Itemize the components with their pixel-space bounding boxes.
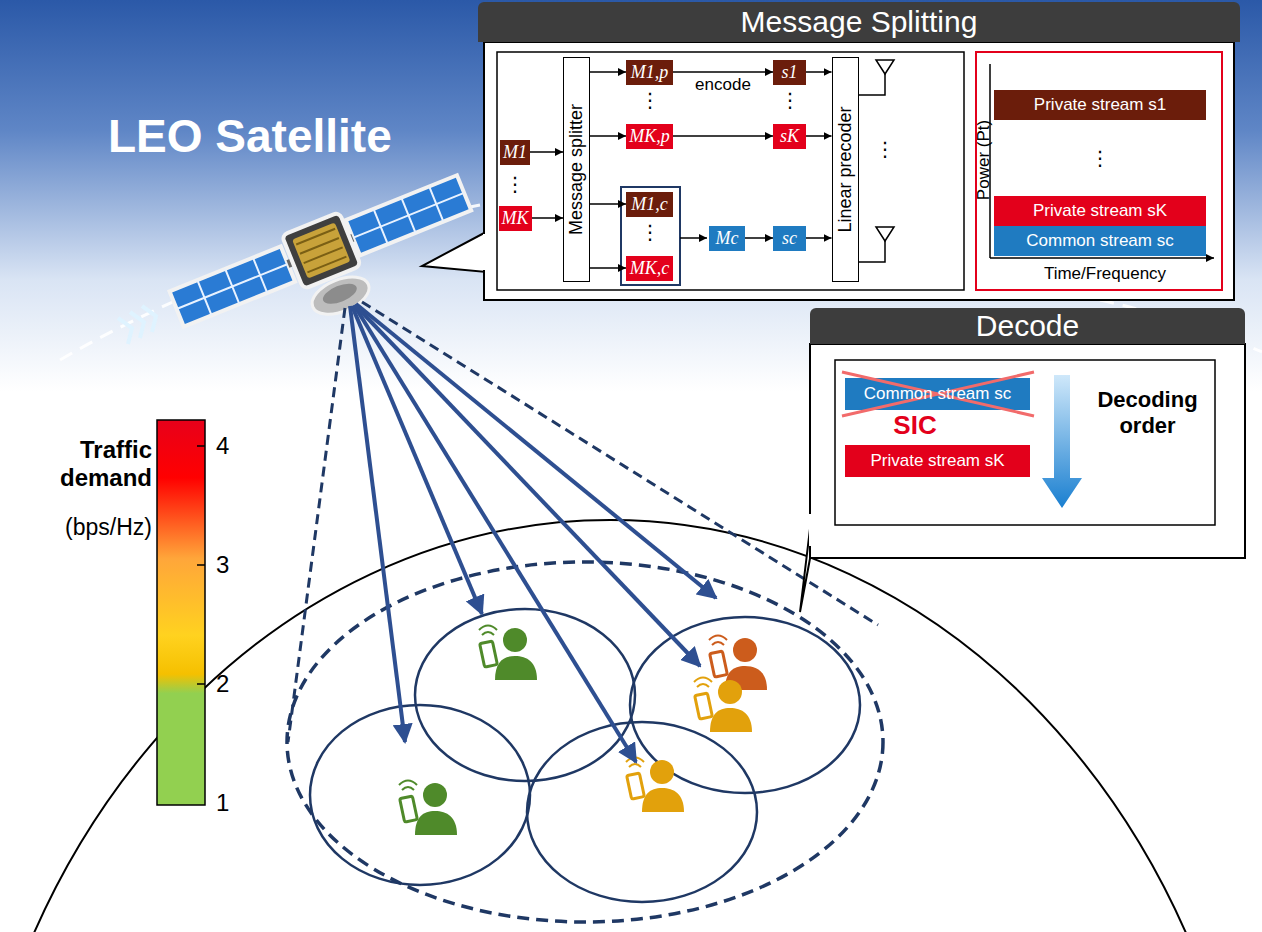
flow-arrow [806,135,832,137]
text-label: Decoding order [1085,378,1210,448]
colorbar [157,420,205,805]
box-label: sK [780,126,799,147]
flow-arrow [530,151,563,153]
colorbar-ticks [197,446,205,684]
text-label: Time/Frequency [1030,262,1180,286]
message-box: MK,p [626,124,673,149]
message-box: MK,c [626,256,673,281]
label-text: (bps/Hz) [65,514,152,541]
box-label: Linear precoder [835,106,856,232]
label-text: Traffic demand [30,436,152,492]
flow-arrow [806,71,832,73]
box-label: Private stream sK [870,451,1004,471]
label-text: LEO Satellite [108,109,392,163]
users [399,626,767,836]
text-label: Traffic demand [30,432,152,496]
flow-arrow [673,71,773,73]
text-label: 4 [216,430,246,462]
flow-arrow [590,71,626,73]
flow-arrow [806,237,832,239]
flow-arrow [590,135,626,137]
text-label: ⋮ [1088,140,1112,176]
box-label: s1 [781,62,797,83]
message-box: Mc [709,226,745,251]
message-box: M1,c [626,192,673,217]
text-label: 3 [216,549,246,581]
text-label: ⋮ [638,86,662,114]
message-panel-body [422,42,1234,300]
label-text: ⋮ [505,172,525,196]
label-text: 3 [216,551,229,579]
text-label: ⋮ [873,135,897,163]
text-label: ⋮ [778,86,802,114]
flow-arrow [590,203,626,205]
panel-header: Message Splitting [478,2,1240,42]
decode-panel-body [800,344,1245,612]
text-label: ⋮ [638,218,662,246]
flow-arrow [673,135,773,137]
label-text: SIC [893,410,936,441]
box-label: M1,p [631,62,669,83]
stream-box: Private stream sK [845,445,1030,477]
label-text: 2 [216,670,229,698]
stream-box: s1 [773,60,806,85]
box-label: M1 [503,142,527,163]
label-text: Power (Pt) [974,120,994,200]
power-bar: Private stream sK [994,196,1206,226]
text-label: SIC [880,410,950,440]
label-text: Time/Frequency [1044,264,1166,284]
coverage-area [287,562,883,922]
box-label: Private stream sK [1033,201,1167,221]
text-label: 2 [216,668,246,700]
message-box: M1 [500,140,530,165]
label-text: ⋮ [1090,146,1110,170]
box-label: sc [782,228,797,249]
label-text: ⋮ [780,88,800,112]
text-label: ⋮ [503,170,527,198]
stream-box: sK [773,124,806,149]
precoder-box: Linear precoder [832,57,859,282]
beam-arrows [350,304,716,762]
box-label: Private stream s1 [1034,95,1166,115]
box-label: Common stream sc [1026,231,1173,251]
text-label: (bps/Hz) [30,512,152,542]
box-label: M1,c [631,194,667,215]
flow-arrow [590,267,626,269]
stream-box: Common stream sc [845,378,1030,410]
text-label: Power (Pt) [972,95,996,225]
panel-header: Decode [810,308,1245,344]
power-bar: Private stream s1 [994,90,1206,120]
box-label: Mc [716,228,739,249]
flow-arrow [745,237,773,239]
callout-panel: Message SplittingM1MKMessage splitterM1,… [478,2,1240,300]
message-box: M1,p [626,60,673,85]
callout-panel: DecodeCommon stream sc Private stream sK [810,308,1245,558]
text-label: LEO Satellite [108,106,488,166]
box-label: Common stream sc [864,384,1011,404]
box-label: MK,c [630,258,670,279]
power-bar: Common stream sc [994,226,1206,256]
flow-arrow [532,217,564,219]
label-text: ⋮ [640,88,660,112]
box-label: Message splitter [566,104,587,235]
label-text: ⋮ [640,220,660,244]
label-text: 4 [216,432,229,460]
box-label: MK,p [629,126,670,147]
splitter-box: Message splitter [563,57,590,282]
message-box: MK [499,206,532,231]
label-text: Decoding order [1085,387,1210,439]
label-text: 1 [216,789,229,817]
satellite-icon [166,166,489,369]
stream-box: sc [773,226,806,251]
label-text: ⋮ [875,137,895,161]
text-label: 1 [216,787,246,819]
edge-label: encode [695,75,751,95]
box-label: MK [502,208,529,229]
